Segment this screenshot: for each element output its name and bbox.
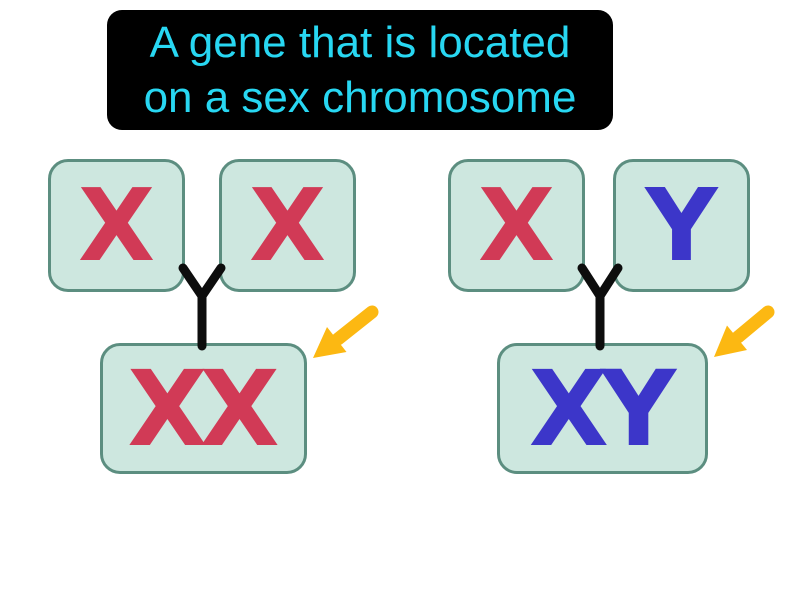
definition-text-line2: on a sex chromosome <box>143 73 577 122</box>
female-parent-x2-box: X <box>219 159 356 292</box>
female-parent-x1-box: X <box>48 159 185 292</box>
chromosome-label: Y <box>645 166 718 284</box>
female-cross-connector-line <box>178 263 226 351</box>
chromosome-pair-label: XX <box>127 347 279 470</box>
chromosome-pair-label: XY <box>528 347 676 470</box>
male-offspring-xy-box: XY <box>497 343 708 474</box>
definition-text-line1: A gene that is located <box>149 18 571 67</box>
female-offspring-xx-box: XX <box>100 343 307 474</box>
male-cross-connector-line <box>577 263 623 351</box>
highlight-arrow-xy-icon <box>714 305 775 357</box>
chromosome-label: X <box>477 166 556 284</box>
highlight-arrow-xx-icon <box>313 305 379 358</box>
male-parent-x-box: X <box>448 159 585 292</box>
chromosome-label: X <box>77 166 156 284</box>
definition-banner: A gene that is located on a sex chromoso… <box>107 10 613 130</box>
chromosome-label: X <box>248 166 327 284</box>
male-parent-y-box: Y <box>613 159 750 292</box>
